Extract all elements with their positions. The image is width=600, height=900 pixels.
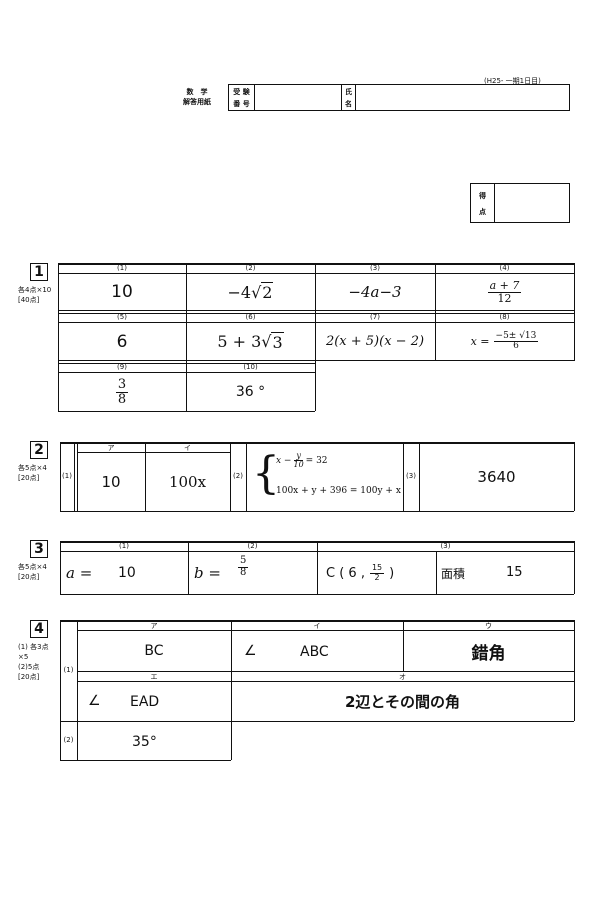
q1-label-2: (2): [245, 264, 256, 272]
q1-answer-7: 2(x + 5)(x − 2): [325, 334, 425, 349]
q3-answer-b-prefix: b =: [194, 564, 221, 582]
header-box: [228, 84, 570, 111]
score-field[interactable]: [495, 184, 569, 222]
q4-label-1: (1): [63, 666, 74, 674]
q3-label-1: (1): [119, 542, 129, 550]
q1-answer-2: −4√2: [227, 282, 274, 302]
q2-answer-i: 100x: [168, 473, 207, 491]
question-2-points: 各5点×4 [20点]: [18, 464, 47, 482]
q1-label-4: (4): [499, 264, 510, 272]
q1-label-7: (7): [370, 313, 380, 321]
q3-area-label: 面積: [441, 567, 466, 581]
q3-label-2: (2): [247, 542, 258, 550]
q1-label-10: (10): [243, 363, 258, 371]
q4-answer-i: ABC: [300, 644, 329, 660]
q1-answer-1: 10: [111, 282, 133, 302]
question-4-points: (1) 各3点 ×5 (2)5点 [20点]: [18, 643, 49, 681]
question-1-number: 1: [30, 263, 48, 281]
q3-label-3: (3): [440, 542, 451, 550]
q4-answer-i-angle: ∠: [244, 643, 257, 659]
q1-label-6: (6): [245, 313, 256, 321]
q1-label-5: (5): [117, 313, 127, 321]
subject-label: 数 学 解答用紙: [183, 88, 211, 106]
q1-label-1: (1): [117, 264, 127, 272]
q1-label-9: (9): [117, 363, 127, 371]
q4-head-i: イ: [313, 622, 321, 630]
q4-answer-o: 2辺とその間の角: [345, 693, 460, 711]
q4-head-e: エ: [150, 673, 158, 681]
q2-label-2: (2): [233, 472, 243, 480]
q4-answer-e: EAD: [130, 694, 160, 710]
question-3-points: 各5点×4 [20点]: [18, 563, 47, 581]
q4-answer-e-angle: ∠: [88, 693, 101, 709]
score-label: 得 点: [479, 192, 486, 216]
q2-head-a: ア: [107, 444, 115, 452]
q2-label-1: (1): [62, 472, 72, 480]
q1-answer-3: −4a−3: [348, 283, 402, 301]
name-field[interactable]: [356, 85, 569, 110]
q2-answer-3: 3640: [477, 468, 516, 486]
q1-label-8: (8): [499, 313, 510, 321]
q4-answer-u: 錯角: [471, 643, 506, 664]
q2-answer-a: 10: [101, 473, 121, 491]
q3-answer-a: 10: [118, 565, 136, 581]
q2-label-3: (3): [406, 472, 416, 480]
question-1-points: 各4点×10 [40点]: [18, 286, 52, 304]
q4-head-o: オ: [399, 673, 406, 681]
q1-answer-10: 36 °: [235, 384, 266, 400]
score-box: [470, 183, 570, 223]
q3-area-answer: 15: [506, 565, 523, 580]
q4-label-2: (2): [63, 736, 74, 744]
exam-number-field[interactable]: [255, 85, 340, 110]
name-label: 氏 名: [345, 88, 352, 108]
q4-answer-2: 35°: [132, 734, 157, 750]
q4-answer-a: BC: [144, 643, 164, 659]
q4-head-a: ア: [150, 622, 158, 630]
document-code: (H25- 一期1日目): [484, 77, 541, 85]
q1-answer-6: 5 + 3√3: [217, 331, 284, 352]
q1-label-3: (3): [370, 264, 380, 272]
q2-head-i: イ: [184, 444, 191, 452]
q1-answer-5: 6: [116, 331, 128, 352]
question-3-number: 3: [30, 540, 48, 558]
question-2-number: 2: [30, 441, 48, 459]
q3-answer-a-prefix: a =: [66, 564, 93, 582]
question-4-number: 4: [30, 620, 48, 638]
q4-head-u: ウ: [485, 622, 492, 630]
exam-number-label: 受 験 番 号: [233, 88, 250, 108]
